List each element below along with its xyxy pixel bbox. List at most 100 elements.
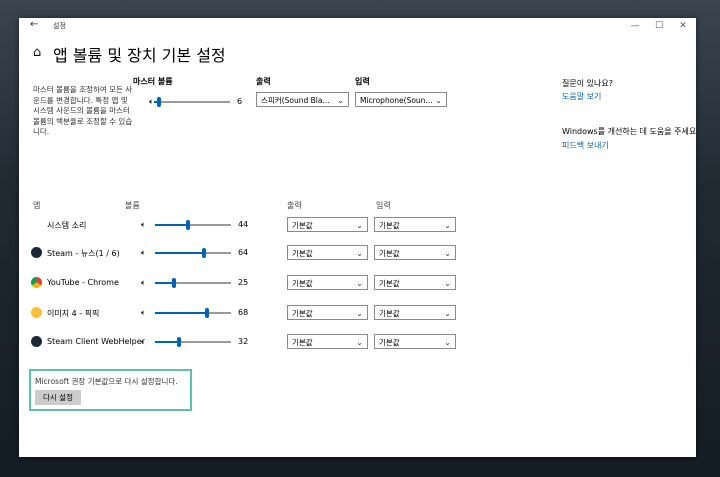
app-name: Steam - 뉴스(1 / 6) — [47, 249, 120, 258]
chrome-icon — [31, 277, 42, 288]
help-link[interactable]: 도움말 보기 — [562, 92, 602, 101]
app-volume-slider[interactable] — [155, 248, 231, 258]
input-device-value: Microphone(Soun... — [360, 96, 432, 105]
chevron-down-icon: ⌄ — [337, 96, 344, 105]
reset-button[interactable]: 다시 설정 — [35, 390, 81, 405]
slider-fill — [154, 101, 159, 103]
minimize-button[interactable]: — — [630, 21, 640, 31]
app-output-dropdown[interactable]: 기본값 ⌄ — [287, 217, 368, 232]
app-input-value: 기본값 — [379, 338, 400, 347]
app-output-value: 기본값 — [292, 279, 313, 288]
output-device-value: 스피커(Sound Bla... — [261, 96, 330, 105]
slider-track — [155, 282, 231, 284]
app-name: Steam Client WebHelper — [47, 337, 145, 346]
chevron-down-icon: ⌄ — [444, 309, 451, 318]
chevron-down-icon: ⌄ — [356, 221, 363, 230]
master-volume-description: 마스터 볼륨을 조정하여 모든 사운드를 변경합니다. 특정 앱 및 시스템 사… — [33, 85, 133, 136]
app-volume-slider[interactable] — [155, 308, 231, 318]
reset-description: Microsoft 권장 기본값으로 다시 설정합니다. — [35, 377, 178, 386]
steam-icon — [31, 247, 42, 258]
app-name: 시스템 소리 — [47, 221, 87, 230]
app-name: 이미지 4 - 픽픽 — [47, 309, 100, 318]
app-volume-slider[interactable] — [155, 220, 231, 230]
window-title: 설정 — [53, 22, 66, 30]
column-header-volume: 볼륨 — [125, 201, 140, 210]
app-input-value: 기본값 — [379, 221, 400, 230]
app-input-value: 기본값 — [379, 279, 400, 288]
app-input-dropdown[interactable]: 기본값 ⌄ — [374, 217, 456, 232]
steam-icon — [31, 336, 42, 347]
input-label: 입력 — [355, 77, 370, 86]
app-input-value: 기본값 — [379, 249, 400, 258]
app-speaker-icon[interactable]: 🔈︎ — [141, 278, 146, 287]
app-output-dropdown[interactable]: 기본값 ⌄ — [287, 245, 368, 260]
chevron-down-icon: ⌄ — [356, 309, 363, 318]
maximize-button[interactable]: ☐ — [654, 21, 664, 31]
app-volume-value: 64 — [238, 248, 249, 257]
column-header-app: 앱 — [33, 201, 41, 210]
feedback-heading: Windows를 개선하는 데 도움을 주세요. — [562, 127, 696, 136]
app-output-value: 기본값 — [292, 309, 313, 318]
chevron-down-icon: ⌄ — [444, 249, 451, 258]
slider-thumb[interactable] — [156, 97, 161, 107]
chevron-down-icon: ⌄ — [444, 338, 451, 347]
page-title: 앱 볼륨 및 장치 기본 설정 — [53, 46, 226, 65]
app-volume-value: 44 — [238, 220, 249, 229]
slider-track — [154, 101, 230, 103]
app-output-dropdown[interactable]: 기본값 ⌄ — [287, 334, 368, 349]
slider-fill — [155, 341, 180, 343]
app-input-dropdown[interactable]: 기본값 ⌄ — [374, 275, 456, 290]
app-volume-value: 68 — [238, 308, 249, 317]
slider-thumb[interactable] — [204, 308, 209, 318]
slider-fill — [155, 252, 204, 254]
chevron-down-icon: ⌄ — [356, 249, 363, 258]
app-volume-slider[interactable] — [155, 278, 231, 288]
master-volume-value: 6 — [237, 97, 243, 106]
app-output-value: 기본값 — [292, 249, 313, 258]
home-icon[interactable]: ⌂ — [33, 45, 42, 60]
slider-track — [155, 224, 231, 226]
chevron-down-icon: ⌄ — [435, 96, 442, 105]
slider-thumb[interactable] — [186, 220, 191, 230]
back-arrow-icon[interactable]: ← — [30, 19, 39, 30]
app-output-dropdown[interactable]: 기본값⌄ — [287, 275, 368, 290]
app-name: YouTube - Chrome — [47, 278, 119, 287]
slider-track — [155, 341, 231, 343]
help-heading: 질문이 있나요? — [562, 79, 613, 88]
master-volume-label: 마스터 볼륨 — [133, 77, 173, 86]
app-input-dropdown[interactable]: 기본값 ⌄ — [374, 334, 456, 349]
slider-thumb[interactable] — [177, 337, 182, 347]
app-volume-value: 25 — [238, 278, 249, 287]
master-speaker-icon[interactable]: 🔈︎ — [149, 97, 154, 106]
feedback-link[interactable]: 피드백 보내기 — [562, 141, 609, 150]
app-output-value: 기본값 — [292, 221, 313, 230]
app-volume-value: 32 — [238, 337, 249, 346]
column-header-output: 출력 — [287, 201, 302, 210]
slider-thumb[interactable] — [201, 248, 206, 258]
title-bar: ← 설정 — ☐ ✕ — [19, 18, 696, 35]
master-volume-slider[interactable] — [154, 97, 230, 107]
app-volume-slider[interactable] — [155, 337, 231, 347]
chevron-down-icon: ⌄ — [444, 279, 451, 288]
app-output-value: 기본값 — [292, 338, 313, 347]
app-speaker-icon[interactable]: 🔈︎ — [141, 308, 146, 317]
picpick-icon — [31, 307, 42, 318]
app-speaker-icon[interactable]: 🔈︎ — [141, 337, 146, 346]
app-input-dropdown[interactable]: 기본값⌄ — [374, 305, 456, 320]
output-device-dropdown[interactable]: 스피커(Sound Bla... ⌄ — [256, 92, 349, 107]
chevron-down-icon: ⌄ — [444, 221, 451, 230]
slider-fill — [155, 312, 207, 314]
slider-fill — [155, 282, 174, 284]
reset-section: Microsoft 권장 기본값으로 다시 설정합니다. 다시 설정 — [29, 369, 192, 411]
column-header-input: 입력 — [376, 201, 391, 210]
app-output-dropdown[interactable]: 기본값 ⌄ — [287, 305, 368, 320]
app-speaker-icon[interactable]: 🔈︎ — [141, 220, 146, 229]
slider-thumb[interactable] — [172, 278, 176, 288]
slider-fill — [155, 224, 189, 226]
settings-window: ← 설정 — ☐ ✕ ⌂ 앱 볼륨 및 장치 기본 설정 마스터 볼륨을 조정하… — [19, 18, 696, 457]
chevron-down-icon: ⌄ — [356, 338, 363, 347]
input-device-dropdown[interactable]: Microphone(Soun... ⌄ — [355, 92, 447, 107]
app-input-dropdown[interactable]: 기본값 ⌄ — [374, 245, 456, 260]
close-button[interactable]: ✕ — [679, 21, 687, 31]
app-speaker-icon[interactable]: 🔈︎ — [141, 248, 146, 257]
